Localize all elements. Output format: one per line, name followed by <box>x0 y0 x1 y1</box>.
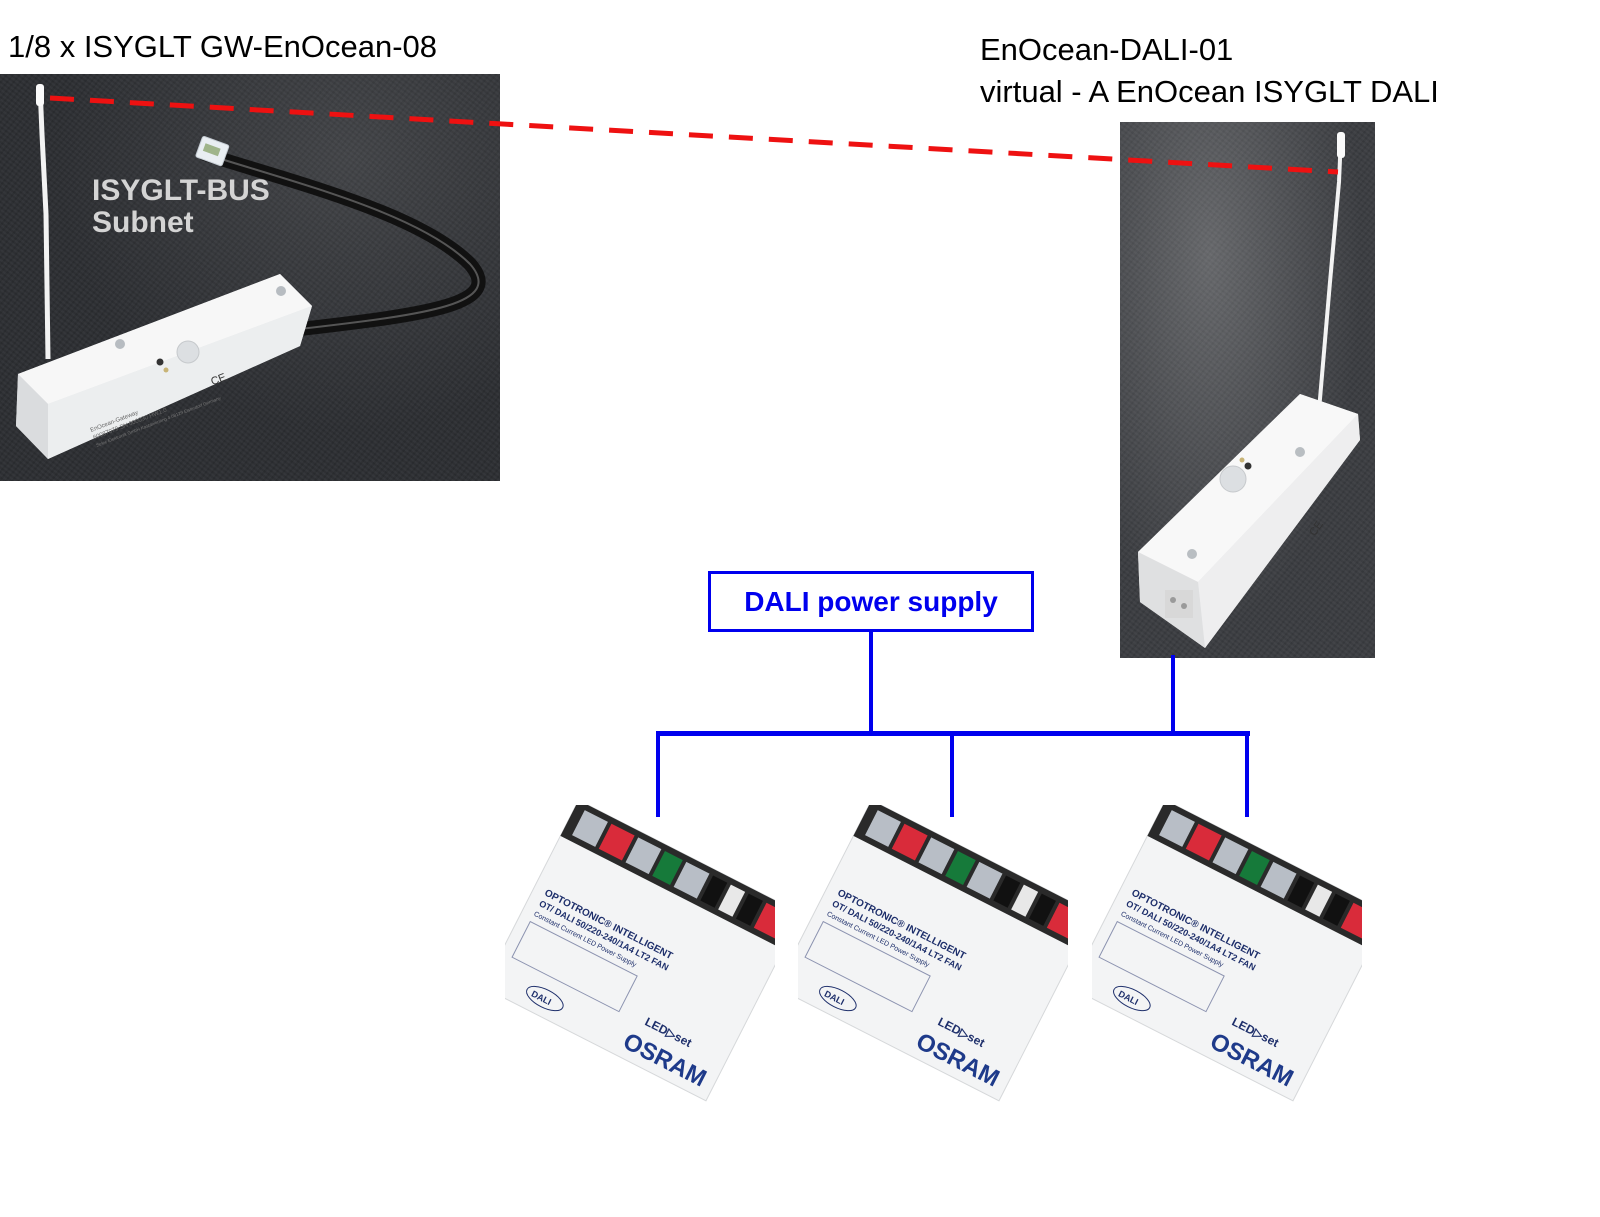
led-driver-3: OPTOTRONIC® INTELLIGENT OT/ DALI 50/220-… <box>1069 799 1389 1105</box>
led-indicator <box>163 367 169 373</box>
terminal-block <box>1165 590 1193 618</box>
led-driver-2: OPTOTRONIC® INTELLIGENT OT/ DALI 50/220-… <box>775 799 1095 1105</box>
led-indicator <box>1244 462 1252 470</box>
sensor-lens <box>176 340 200 364</box>
receiver-photo: CE <box>1120 122 1375 658</box>
gateway-photo: EnOcean-Gateway 60087079 SN 000030 HW1.0… <box>0 74 500 481</box>
receiver-title-line1: EnOcean-DALI-01 <box>980 32 1234 67</box>
dali-power-supply-box: DALI power supply <box>708 571 1034 632</box>
receiver-device-illustration: CE <box>1138 132 1360 648</box>
antenna-tip <box>36 84 44 106</box>
bus-cable-highlight <box>204 153 480 330</box>
screw-icon <box>115 339 125 349</box>
screw-icon <box>276 286 286 296</box>
led-indicator <box>156 358 164 366</box>
receiver-drop-wire <box>1171 655 1175 734</box>
bus-label-line2: Subnet <box>92 206 194 239</box>
led-driver-illustration: OPTOTRONIC® INTELLIGENT OT/ DALI 50/220-… <box>775 799 1095 1102</box>
led-driver-illustration: OPTOTRONIC® INTELLIGENT OT/ DALI 50/220-… <box>1069 799 1389 1102</box>
screw-icon <box>1295 447 1305 457</box>
screw-icon <box>1187 549 1197 559</box>
receiver-housing: CE <box>1138 394 1360 648</box>
radio-link-line <box>49 95 1339 175</box>
gateway-device-illustration: EnOcean-Gateway 60087079 SN 000030 HW1.0… <box>16 84 486 459</box>
driver-2-wire <box>950 733 954 817</box>
led-driver-illustration: OPTOTRONIC® INTELLIGENT OT/ DALI 50/220-… <box>482 799 802 1102</box>
led-driver-1: OPTOTRONIC® INTELLIGENT OT/ DALI 50/220-… <box>482 799 802 1105</box>
dali-power-supply-label: DALI power supply <box>744 585 998 617</box>
gateway-title: 1/8 x ISYGLT GW-EnOcean-08 <box>8 29 438 64</box>
rj-plug-icon <box>195 135 230 167</box>
sensor-lens <box>1219 465 1247 493</box>
driver-1-wire <box>656 733 660 817</box>
led-indicator <box>1239 457 1245 463</box>
driver-3-wire <box>1245 733 1249 817</box>
ce-mark: CE <box>209 371 228 388</box>
antenna-tip <box>1337 132 1345 158</box>
psu-drop-wire <box>869 632 873 734</box>
bus-label-line1: ISYGLT-BUS <box>92 174 270 207</box>
receiver-title-line2: virtual - A EnOcean ISYGLT DALI <box>980 74 1439 109</box>
